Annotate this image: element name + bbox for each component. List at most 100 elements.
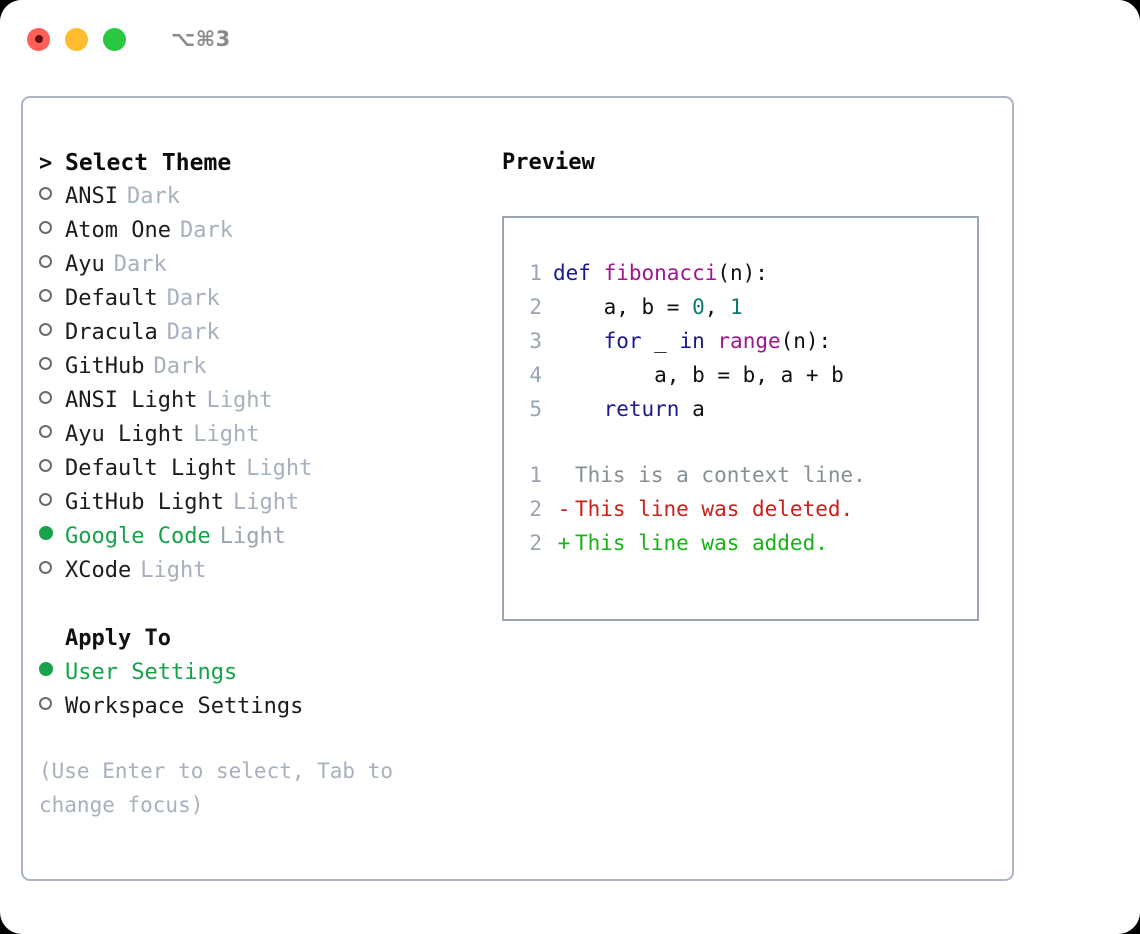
code-token-pun: (n): — [717, 261, 768, 285]
code-line-number: 4 — [529, 363, 542, 387]
theme-item-label: Google Code — [65, 524, 211, 549]
theme-item-label: ANSI — [65, 184, 118, 209]
theme-list-item-ansi-light[interactable]: ANSI Light Light — [39, 384, 489, 418]
apply-to-header-label: Apply To — [65, 626, 171, 651]
code-line-text: return a — [553, 392, 705, 426]
theme-radio-marker — [39, 384, 65, 418]
code-token-kw: for — [603, 329, 642, 353]
theme-item-badge: Light — [193, 422, 260, 447]
code-line-number: 2 — [529, 295, 542, 319]
radio-unselected-icon — [39, 323, 52, 336]
radio-selected-icon — [39, 526, 53, 540]
diff-line-number: 1 — [529, 463, 542, 487]
theme-item-label: Ayu Light — [65, 422, 185, 447]
radio-unselected-icon — [39, 697, 52, 710]
radio-unselected-icon — [39, 561, 52, 574]
theme-list-item-google-code[interactable]: Google Code Light — [39, 520, 489, 554]
select-theme-header-label: Select Theme — [65, 150, 232, 176]
theme-item-badge: Light — [219, 524, 286, 549]
theme-list-item-ayu[interactable]: Ayu Dark — [39, 248, 489, 282]
theme-radio-marker — [39, 282, 65, 316]
diff-line-text: This line was added. — [575, 531, 828, 555]
code-line: 4 a, b = b, a + b — [523, 358, 977, 392]
code-line: 5 return a — [523, 392, 977, 426]
theme-radio-marker — [39, 554, 65, 588]
diff-line-number: 2 — [529, 497, 542, 521]
code-line-text: a, b = 0, 1 — [553, 290, 743, 324]
theme-list-item-ayu-light[interactable]: Ayu Light Light — [39, 418, 489, 452]
close-button-icon[interactable] — [27, 27, 50, 51]
maximize-button-icon[interactable] — [103, 27, 126, 51]
diff-line-text: This line was deleted. — [575, 497, 854, 521]
diff-line: 2-This line was deleted. — [523, 492, 977, 526]
radio-unselected-icon — [39, 187, 52, 200]
theme-item-label: GitHub Light — [65, 490, 224, 515]
code-token-kw: return — [603, 397, 680, 421]
minimize-button-icon[interactable] — [65, 27, 88, 51]
theme-item-badge: Dark — [126, 184, 180, 209]
code-token-num: 1 — [730, 295, 743, 319]
code-token-var — [553, 329, 604, 353]
theme-item-label: Default Light — [65, 456, 238, 481]
code-token-var: _ — [641, 329, 680, 353]
code-token-kw: in — [679, 329, 705, 353]
theme-list-item-github-light[interactable]: GitHub Light Light — [39, 486, 489, 520]
diff-marker — [553, 458, 575, 492]
diff-line: 2+This line was added. — [523, 526, 977, 560]
theme-item-badge: Dark — [179, 218, 233, 243]
theme-radio-marker — [39, 520, 65, 554]
theme-radio-marker — [39, 214, 65, 248]
select-theme-header: > Select Theme — [39, 146, 489, 180]
diff-marker: + — [557, 531, 571, 555]
code-line: 2 a, b = 0, 1 — [523, 290, 977, 324]
theme-list-item-default-light[interactable]: Default Light Light — [39, 452, 489, 486]
theme-list-item-ansi[interactable]: ANSI Dark — [39, 180, 489, 214]
theme-radio-marker — [39, 486, 65, 520]
theme-item-label: ANSI Light — [65, 388, 198, 413]
diff-line-text: This is a context line. — [575, 463, 866, 487]
code-line-number: 3 — [529, 329, 542, 353]
diff-marker: - — [557, 497, 571, 521]
theme-item-badge: Dark — [113, 252, 167, 277]
radio-unselected-icon — [39, 357, 52, 370]
theme-radio-marker — [39, 180, 65, 214]
traffic-light-group — [27, 27, 126, 51]
theme-item-badge: Dark — [166, 320, 220, 345]
radio-unselected-icon — [39, 391, 52, 404]
code-line-text: def fibonacci(n): — [553, 256, 768, 290]
theme-list-item-default[interactable]: Default Dark — [39, 282, 489, 316]
theme-list-item-atom-one[interactable]: Atom One Dark — [39, 214, 489, 248]
radio-unselected-icon — [39, 459, 52, 472]
keyboard-shortcut-label: ⌥⌘3 — [171, 27, 231, 51]
apply-to-item-user-settings[interactable]: User Settings — [39, 656, 489, 690]
theme-item-label: Default — [65, 286, 158, 311]
theme-item-label: Atom One — [65, 218, 171, 243]
diff-line: 1 This is a context line. — [523, 458, 977, 492]
theme-item-badge: Light — [206, 388, 273, 413]
theme-item-badge: Light — [232, 490, 300, 515]
caret-icon: > — [39, 151, 53, 176]
code-token-fn: fibonacci — [603, 261, 718, 285]
preview-gap — [523, 426, 977, 458]
theme-item-badge: Light — [246, 456, 313, 481]
apply-to-item-label: Workspace Settings — [65, 694, 304, 719]
theme-item-label: Ayu — [65, 252, 105, 277]
theme-item-badge: Dark — [166, 286, 220, 311]
apply-to-item-workspace-settings[interactable]: Workspace Settings — [39, 690, 489, 724]
theme-radio-marker — [39, 418, 65, 452]
radio-unselected-icon — [39, 425, 52, 438]
code-token-var: a, b = b, a + b — [553, 363, 844, 387]
title-bar: ⌥⌘3 — [0, 0, 1140, 78]
radio-selected-icon — [39, 662, 53, 676]
theme-radio-marker — [39, 248, 65, 282]
